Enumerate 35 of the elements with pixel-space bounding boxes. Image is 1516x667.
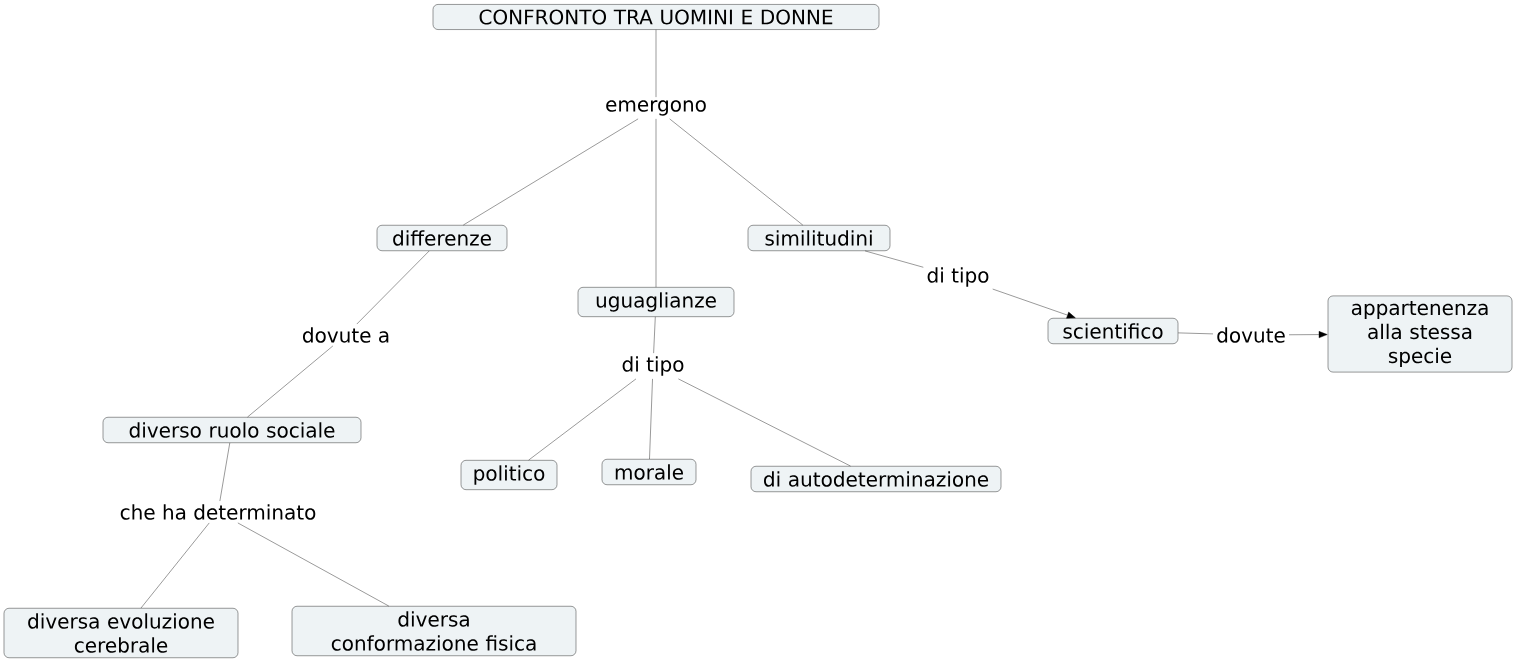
concept-box: CONFRONTO TRA UOMINI E DONNE xyxy=(432,4,880,30)
connector-line xyxy=(237,522,389,607)
concept-box: similitudini xyxy=(747,225,891,251)
connector-line xyxy=(219,442,230,502)
concept-box: diverso ruolo sociale xyxy=(102,417,362,443)
concept-box: differenze xyxy=(376,225,508,251)
connector-line xyxy=(247,345,334,418)
connector-line xyxy=(864,250,924,268)
concept-box: diversa evoluzione cerebrale xyxy=(3,608,239,658)
concept-box: di autodeterminazione xyxy=(750,466,1002,492)
concept-box: diversa conformazione fisica xyxy=(291,606,577,656)
linking-phrase: che ha determinato xyxy=(120,504,316,520)
connector-line xyxy=(655,118,657,288)
connector-line xyxy=(649,378,653,460)
connector-line xyxy=(669,118,803,226)
connector-line xyxy=(655,29,657,98)
concept-box: uguaglianze xyxy=(577,287,735,317)
concept-box: scientifico xyxy=(1047,318,1179,344)
connector-line xyxy=(678,378,851,467)
concept-box: appartenenza alla stessa specie xyxy=(1327,295,1513,373)
arrow xyxy=(1288,331,1328,339)
linking-phrase: dovute xyxy=(1217,327,1285,343)
connector-line xyxy=(528,378,637,461)
linking-phrase: dovute a xyxy=(303,327,389,343)
connector-line xyxy=(140,522,210,609)
linking-phrase: di tipo xyxy=(622,356,684,376)
connector-line xyxy=(356,250,430,325)
linking-phrase: di tipo xyxy=(927,267,989,287)
connector-line xyxy=(653,316,656,354)
connector-line xyxy=(463,118,639,226)
concept-box: politico xyxy=(460,460,558,490)
connector-line xyxy=(1178,332,1214,335)
linking-phrase: emergono xyxy=(606,100,706,116)
arrow xyxy=(992,288,1076,319)
concept-box: morale xyxy=(601,459,697,485)
